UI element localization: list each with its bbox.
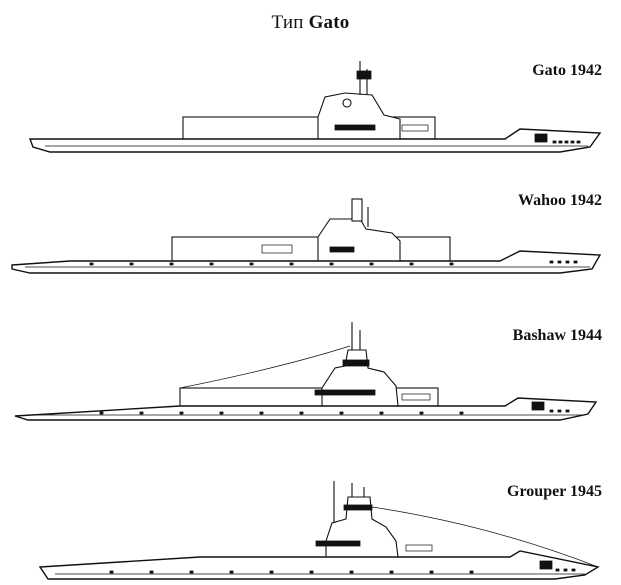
deck-casing xyxy=(179,387,439,407)
deck-gun xyxy=(401,393,431,401)
hull xyxy=(14,397,598,421)
deck-casing xyxy=(171,236,451,262)
antenna-wire xyxy=(179,345,351,389)
bridge-rail xyxy=(329,246,355,253)
hull xyxy=(11,250,602,274)
bridge-rail xyxy=(315,540,361,547)
limber-holes xyxy=(109,568,576,574)
antenna-wire xyxy=(371,506,599,568)
tower-detail xyxy=(342,98,352,108)
submarine-label-bashaw: Bashaw 1944 xyxy=(512,327,602,344)
limber-holes xyxy=(89,260,578,266)
bow-marking xyxy=(534,133,548,143)
limber-holes xyxy=(552,140,581,144)
submarine-drawing-bashaw xyxy=(14,322,598,421)
title-prefix: Тип xyxy=(271,12,304,33)
deck-gun xyxy=(405,544,433,552)
hull xyxy=(38,550,600,580)
submarine-drawing-grouper xyxy=(38,481,600,580)
page-title: Тип Gato xyxy=(0,12,621,34)
conning-tower xyxy=(317,92,401,140)
bridge-rail xyxy=(334,124,376,131)
deck-gun xyxy=(401,124,429,132)
mast-platform xyxy=(343,504,373,511)
limber-holes xyxy=(99,409,570,415)
submarine-drawing-wahoo xyxy=(11,198,602,274)
mast-platform xyxy=(342,359,370,367)
periscope-shear xyxy=(351,198,363,222)
submarine-drawing-gato xyxy=(28,61,602,153)
submarine-label-wahoo: Wahoo 1942 xyxy=(517,192,602,209)
submarine-label-gato: Gato 1942 xyxy=(532,62,602,79)
conning-tower xyxy=(321,349,399,407)
bridge-rail xyxy=(314,389,376,396)
title-class-name: Gato xyxy=(308,12,350,33)
deck-gun xyxy=(261,244,293,254)
bow-marking xyxy=(531,401,545,411)
bow-marking xyxy=(539,560,553,570)
conning-tower xyxy=(317,218,401,262)
submarine-label-grouper: Grouper 1945 xyxy=(507,483,602,500)
mast-platform xyxy=(356,70,372,80)
